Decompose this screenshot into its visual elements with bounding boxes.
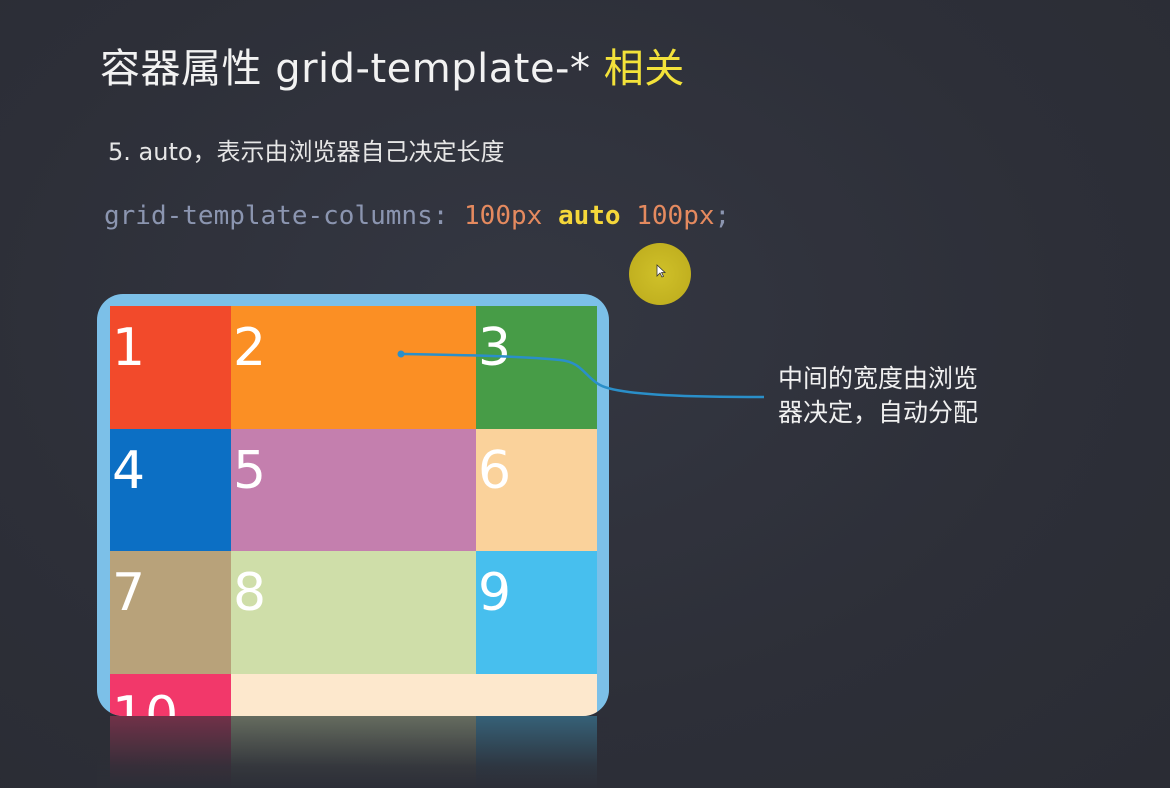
annotation-text: 中间的宽度由浏览 器决定，自动分配 xyxy=(778,362,1038,430)
annotation-line-2: 器决定，自动分配 xyxy=(778,398,979,427)
title-accent: 相关 xyxy=(603,46,685,92)
grid-reflection xyxy=(97,716,609,788)
grid-cell-3: 3 xyxy=(476,306,597,429)
code-value-1: 100px xyxy=(464,201,543,231)
grid-cell-10: 10 xyxy=(110,673,231,716)
code-semicolon: ; xyxy=(714,201,731,231)
cursor-arrow-icon xyxy=(656,264,666,278)
code-keyword-auto: auto xyxy=(557,201,621,231)
code-line: grid-template-columns: 100px auto 100px; xyxy=(104,201,730,231)
title-main: 容器属性 grid-template-* xyxy=(100,46,591,92)
reflection-strip-9 xyxy=(476,716,597,788)
grid-empty-area xyxy=(231,673,597,716)
grid-cell-2: 2 xyxy=(231,306,476,429)
slide-title: 容器属性 grid-template-* 相关 xyxy=(100,36,685,94)
reflection-strip-8 xyxy=(231,716,476,788)
grid-cell-8: 8 xyxy=(231,551,476,674)
grid-cell-5: 5 xyxy=(231,428,476,552)
grid-cell-7: 7 xyxy=(110,551,231,674)
grid-cell-6: 6 xyxy=(476,428,597,552)
annotation-line-1: 中间的宽度由浏览 xyxy=(778,364,979,393)
cursor-highlight xyxy=(629,243,691,305)
grid-cell-1: 1 xyxy=(110,306,231,429)
reflection-strip-10 xyxy=(110,716,231,788)
code-value-2: 100px xyxy=(636,201,715,231)
code-property: grid-template-columns: xyxy=(104,201,449,231)
slide-subtitle: 5. auto，表示由浏览器自己决定长度 xyxy=(108,138,505,166)
grid-cell-9: 9 xyxy=(476,551,597,674)
grid-cell-4: 4 xyxy=(110,428,231,552)
